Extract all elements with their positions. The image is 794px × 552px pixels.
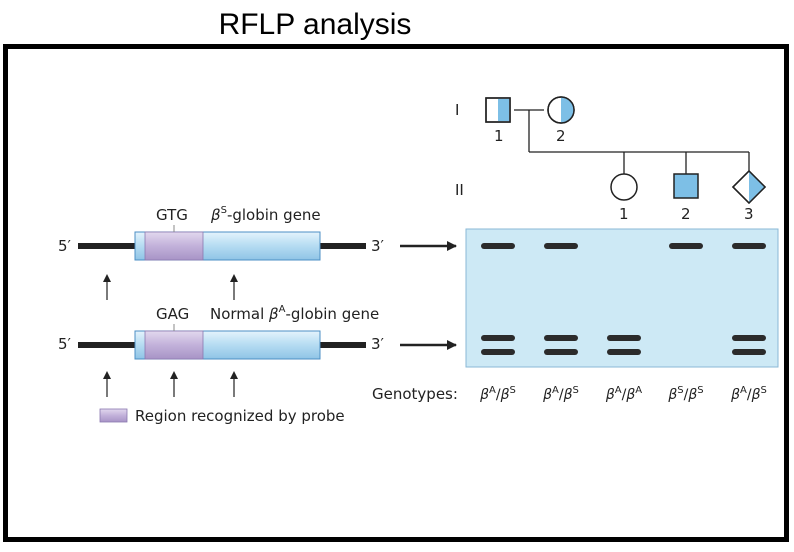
normal-beta: β [268, 305, 279, 323]
gel-band-lane1-upper [481, 243, 515, 249]
legend-label: Region recognized by probe [135, 407, 345, 425]
gel-bands [481, 243, 766, 355]
normal-cut-arrowhead-1 [103, 371, 111, 379]
gel-band-lane3-lower-a [607, 335, 641, 341]
pedigree-I-1-fill [498, 98, 510, 122]
normal-codon-label: GAG [156, 305, 189, 323]
normal-cut-arrowhead-3 [230, 371, 238, 379]
normal-5prime-label: 5′ [58, 335, 72, 353]
gel-band-lane3-lower-b [607, 349, 641, 355]
sickle-cut-arrowhead-1 [103, 274, 111, 282]
pedigree-II-1-circle [610, 173, 638, 201]
genotype-1: βA/βS [479, 385, 516, 403]
normal-gene: 5′ 3′ GAG Normal βA-globin gene [58, 304, 457, 397]
genotype-5: βA/βS [730, 385, 767, 403]
pedigree-I-2-fill [561, 97, 574, 123]
normal-cut-arrowhead-2 [170, 371, 178, 379]
sickle-gene: 5′ 3′ GTG βS-globin gene [58, 205, 457, 300]
normal-gene-label: Normal βA-globin gene [210, 304, 379, 323]
generation-I-label: I [455, 101, 459, 119]
gel-band-lane5-upper [732, 243, 766, 249]
sickle-cut-arrowhead-2 [230, 274, 238, 282]
page-title: RFLP analysis [218, 8, 412, 41]
normal-gene-text: -globin gene [285, 305, 379, 323]
pedigree-I-2-number: 2 [556, 127, 566, 145]
sickle-beta: β [210, 206, 221, 224]
pedigree-II-3-fill [749, 171, 765, 203]
sickle-probe-region [144, 231, 204, 261]
sickle-allele-sup: S [221, 205, 227, 216]
diagram-frame: 5′ 3′ GTG βS-globin gene 5′ 3′ GAG Norma… [3, 44, 789, 542]
sickle-5prime-label: 5′ [58, 237, 72, 255]
normal-allele-sup: A [279, 304, 286, 315]
pedigree-II-2-number: 2 [681, 205, 691, 223]
normal-3prime-label: 3′ [371, 335, 385, 353]
normal-probe-region [144, 330, 204, 360]
genotypes-label: Genotypes: [372, 385, 458, 403]
gel-band-lane5-lower-a [732, 335, 766, 341]
rflp-diagram: 5′ 3′ GTG βS-globin gene 5′ 3′ GAG Norma… [58, 96, 779, 425]
generation-II-label: II [455, 181, 464, 199]
gel-band-lane2-lower-a [544, 335, 578, 341]
legend-swatch [99, 408, 128, 423]
genotype-3: βA/βA [605, 385, 642, 403]
gel-band-lane4-upper [669, 243, 703, 249]
pedigree: I II 1 2 1 2 3 [455, 96, 767, 223]
gel-band-lane1-lower-a [481, 335, 515, 341]
sickle-gene-text: -globin gene [227, 206, 321, 224]
normal-prefix: Normal [210, 305, 269, 323]
genotype-2: βA/βS [542, 385, 579, 403]
pedigree-II-1-number: 1 [619, 205, 629, 223]
probe-legend: Region recognized by probe [99, 407, 345, 425]
pedigree-I-1-number: 1 [494, 127, 504, 145]
gel-band-lane2-upper [544, 243, 578, 249]
gel [465, 228, 779, 368]
sickle-codon-label: GTG [156, 206, 188, 224]
gel-band-lane5-lower-b [732, 349, 766, 355]
genotype-list: βA/βS βA/βS βA/βA βS/βS βA/βS [479, 385, 767, 403]
pedigree-II-2-square [673, 173, 699, 199]
sickle-3prime-label: 3′ [371, 237, 385, 255]
sickle-gene-label: βS-globin gene [210, 205, 321, 224]
gel-band-lane2-lower-b [544, 349, 578, 355]
genotype-4: βS/βS [667, 385, 703, 403]
gel-band-lane1-lower-b [481, 349, 515, 355]
pedigree-II-3-number: 3 [744, 205, 754, 223]
